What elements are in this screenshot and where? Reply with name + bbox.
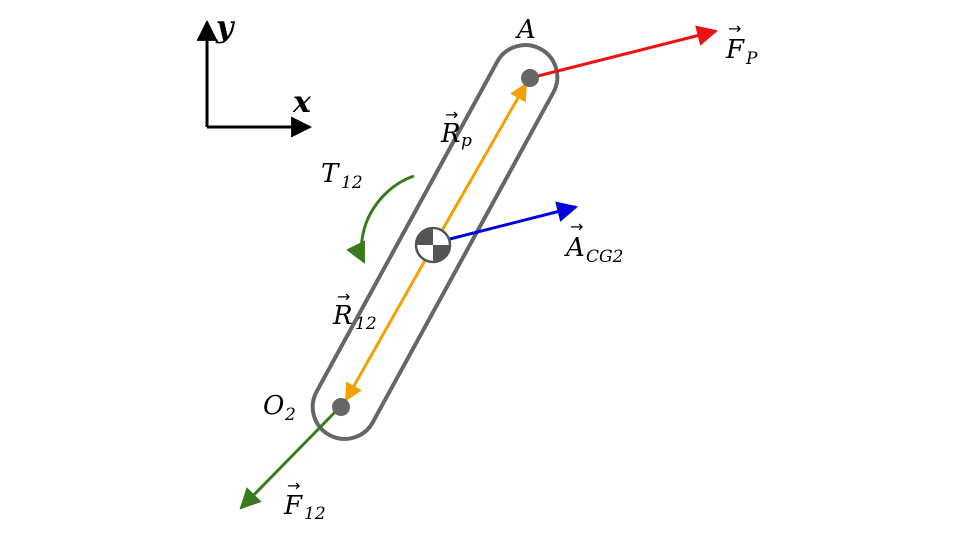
x-axis-label: x: [292, 85, 312, 120]
point-o2-label: O 2: [263, 391, 296, 425]
force-f12-arrow: [239, 405, 342, 510]
position-vector-r12-label: → R 12: [332, 287, 377, 334]
svg-text:→: →: [445, 105, 458, 124]
svg-text:2: 2: [284, 405, 296, 425]
svg-text:A: A: [564, 233, 585, 263]
svg-text:→: →: [337, 287, 350, 306]
svg-text:→: →: [728, 19, 741, 38]
svg-text:F: F: [283, 491, 303, 521]
svg-text:R: R: [332, 301, 353, 331]
svg-text:CG2: CG2: [586, 247, 623, 267]
y-axis-label: y: [215, 10, 236, 45]
svg-text:12: 12: [355, 314, 377, 334]
svg-text:R: R: [440, 119, 461, 149]
svg-text:F: F: [725, 35, 745, 65]
point-a-label: A: [515, 15, 536, 45]
svg-text:T: T: [321, 159, 340, 189]
svg-text:12: 12: [341, 173, 363, 193]
position-vector-r12-arrow: [344, 247, 434, 402]
force-fp-arrow: [529, 25, 719, 80]
svg-text:O: O: [263, 391, 284, 421]
pin-o2: [332, 398, 350, 416]
svg-text:12: 12: [304, 504, 326, 524]
torque-t12-label: T 12: [321, 159, 363, 193]
svg-text:→: →: [570, 217, 583, 236]
svg-text:→: →: [287, 476, 300, 495]
center-of-gravity-symbol: [414, 226, 452, 264]
position-vector-rp-label: → R p: [440, 105, 472, 151]
svg-text:p: p: [461, 131, 472, 151]
force-f12-label: → F 12: [283, 476, 326, 524]
position-vector-rp-arrow: [430, 82, 528, 249]
acceleration-acg2-arrow: [433, 201, 579, 245]
acceleration-acg2-label: → A CG2: [564, 217, 623, 267]
pin-a: [521, 69, 539, 87]
coordinate-axes: y x: [196, 10, 313, 138]
svg-text:P: P: [745, 49, 758, 69]
force-fp-label: → F P: [725, 19, 758, 69]
torque-t12-arrow: [346, 174, 415, 264]
